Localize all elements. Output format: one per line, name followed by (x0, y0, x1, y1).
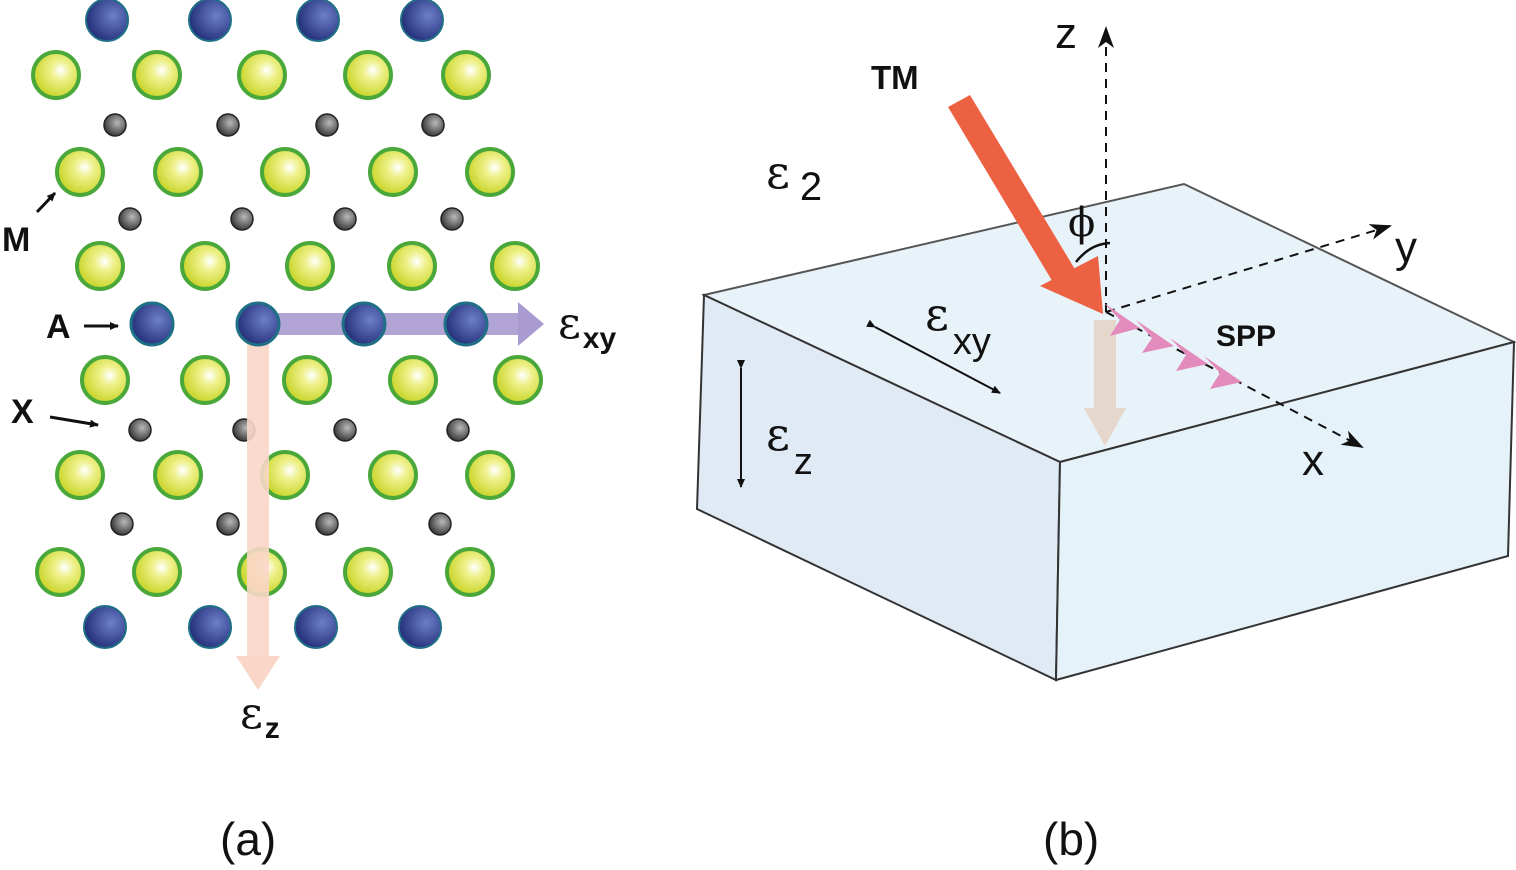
spp-label: SPP (1216, 320, 1276, 353)
a-site-row (129, 301, 489, 347)
panel-a-lattice (31, 0, 543, 649)
metal-atom (465, 450, 515, 500)
metal-atom (368, 450, 418, 500)
metal-atom (180, 241, 230, 291)
axis-x-label: x (1302, 436, 1324, 485)
a-site-atom (443, 301, 489, 347)
metal-atom (153, 147, 203, 197)
x-site-atom (428, 512, 452, 536)
caption-a: (a) (220, 813, 276, 865)
x-site-atom (333, 207, 357, 231)
x-site-atom (216, 113, 240, 137)
x-site-atom (440, 207, 464, 231)
tm-label: TM (871, 59, 919, 96)
caption-b: (b) (1043, 813, 1099, 865)
spp-chevron (1170, 338, 1208, 371)
x-site-atom (315, 113, 339, 137)
eps-xy-label: εxy (558, 298, 616, 355)
axis-y-label: y (1395, 223, 1417, 272)
metal-atom (75, 241, 125, 291)
x-site-atom (118, 207, 142, 231)
metal-atom (490, 241, 540, 291)
metal-atom (132, 547, 182, 597)
slab-right-face (1054, 340, 1516, 682)
x-site-atom (103, 113, 127, 137)
metal-atom (368, 147, 418, 197)
metal-atom (387, 241, 437, 291)
eps-xy-arrow (258, 302, 544, 346)
metal-atom (237, 50, 287, 100)
tm-arrow (948, 95, 1103, 314)
a-site-atom (398, 605, 442, 649)
label-m: M (2, 221, 30, 259)
metal-atom (35, 547, 85, 597)
x-site-atom (421, 113, 445, 137)
a-site-atom (83, 605, 127, 649)
metal-atom (343, 547, 393, 597)
metal-atom (465, 147, 515, 197)
x-site-atom (128, 418, 152, 442)
spp-chevron (1104, 303, 1140, 336)
spp-chevron (1204, 356, 1242, 389)
metal-atom (285, 241, 335, 291)
spp-chevron (1136, 320, 1174, 353)
metal-atom (132, 50, 182, 100)
a-site-atom (188, 0, 232, 42)
metal-atom (153, 450, 203, 500)
a-site-atom (341, 301, 387, 347)
axis-z-label: z (1055, 9, 1077, 58)
arrow-m (35, 191, 57, 214)
eps-z-arrow (236, 330, 280, 690)
metal-atom (441, 50, 491, 100)
metal-atom (31, 50, 81, 100)
label-x: X (11, 393, 34, 431)
metal-atom (343, 50, 393, 100)
a-site-atom (296, 0, 340, 42)
a-site-atom (129, 301, 175, 347)
eps-xy-double-arrow (866, 319, 1001, 394)
x-site-atom (230, 207, 254, 231)
metal-atom (55, 450, 105, 500)
a-site-atom (188, 605, 232, 649)
label-a: A (46, 308, 71, 346)
transmitted-arrow (1084, 320, 1126, 446)
metal-atom (55, 147, 105, 197)
metal-atom (80, 355, 130, 405)
phi-label: ϕ (1068, 200, 1095, 246)
a-site-atom (294, 605, 338, 649)
eps-xy-slab-label: εxy (925, 287, 991, 363)
a-site-atom (85, 0, 129, 42)
phi-arc (1075, 241, 1111, 263)
x-site-atom (216, 512, 240, 536)
metal-atom (493, 355, 543, 405)
metal-atom (180, 355, 230, 405)
metal-atom (282, 355, 332, 405)
metal-atom (445, 547, 495, 597)
metal-atom (260, 147, 310, 197)
x-site-atom (446, 418, 470, 442)
x-site-atom (333, 418, 357, 442)
arrow-x (49, 415, 99, 428)
a-site-atom (235, 301, 281, 347)
eps-z-label: εz (240, 688, 280, 745)
axis-y (1105, 224, 1392, 313)
spp-arrows (1104, 303, 1242, 389)
metal-atom (388, 355, 438, 405)
eps-z-slab-label: εz (766, 407, 813, 483)
a-site-atom (400, 0, 444, 42)
x-site-atom (110, 512, 134, 536)
x-site-atom (315, 512, 339, 536)
